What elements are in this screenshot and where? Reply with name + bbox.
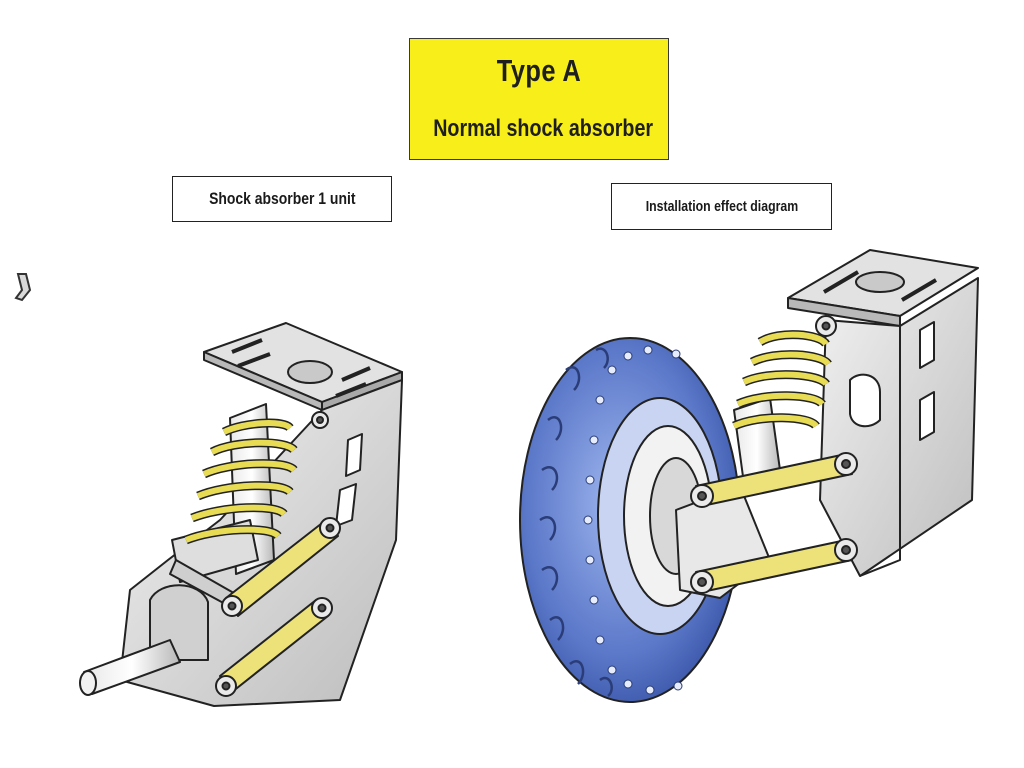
label-shock-absorber-unit-text: Shock absorber 1 unit [208, 189, 356, 208]
title-main: Type A [496, 53, 582, 88]
tire-tread [539, 347, 613, 697]
edge-fragment [14, 273, 32, 302]
title-banner: Type A Normal shock absorber [409, 38, 669, 160]
title-subtitle: Normal shock absorber [433, 115, 654, 142]
label-shock-absorber-unit: Shock absorber 1 unit [172, 176, 392, 222]
label-installation-effect: Installation effect diagram [611, 183, 832, 230]
label-installation-effect-text: Installation effect diagram [645, 198, 798, 215]
installation-effect-illustration [519, 249, 979, 703]
shock-absorber-unit-illustration [79, 322, 403, 707]
